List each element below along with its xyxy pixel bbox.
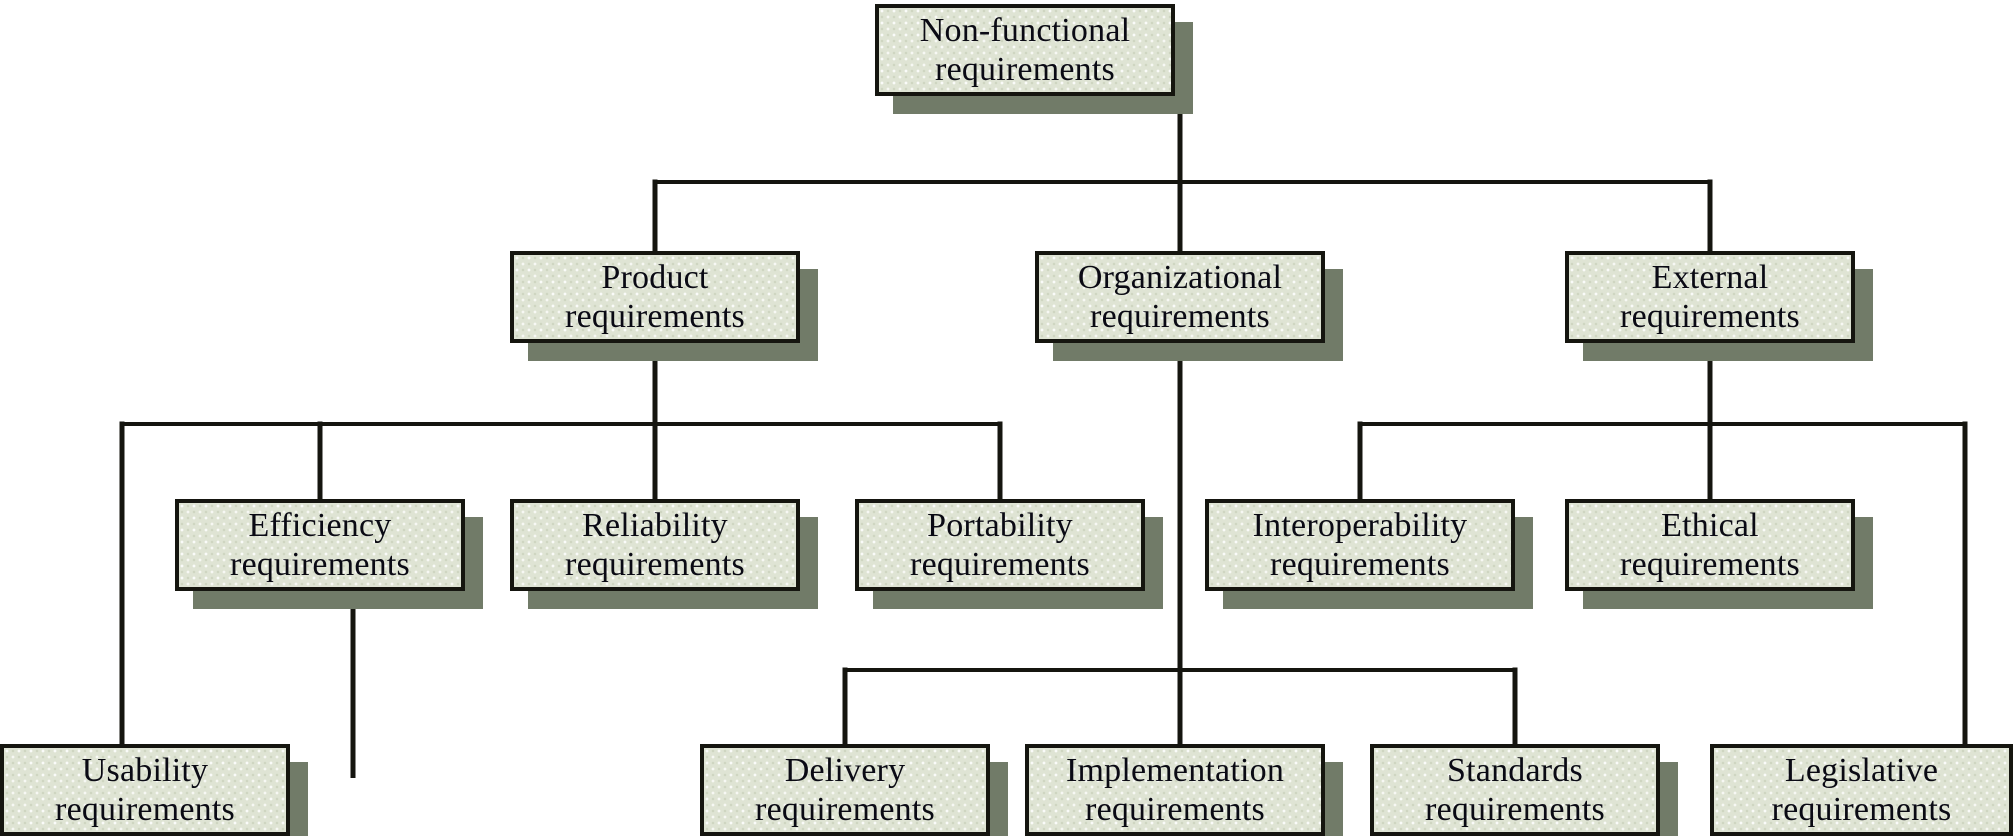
node-line: requirements: [935, 51, 1115, 88]
node-line: requirements: [1090, 298, 1270, 335]
node-line: Usability: [81, 751, 209, 789]
diagram-canvas: Non-functional requirements Product requ…: [0, 4, 2013, 836]
node-line: Ethical: [1661, 506, 1759, 544]
node-line: requirements: [565, 298, 745, 335]
node-line: Delivery: [784, 751, 906, 789]
node-efficiency-requirements[interactable]: Efficiency requirements: [175, 499, 465, 591]
node-line: Standards: [1447, 751, 1583, 789]
node-line: requirements: [910, 546, 1090, 583]
node-line: Interoperability: [1252, 506, 1468, 544]
node-legislative-requirements[interactable]: Legislative requirements: [1710, 744, 2013, 836]
node-portability-requirements[interactable]: Portability requirements: [855, 499, 1145, 591]
node-line: requirements: [755, 791, 935, 828]
node-reliability-requirements[interactable]: Reliability requirements: [510, 499, 800, 591]
node-line: External: [1651, 258, 1769, 296]
node-line: Product: [601, 258, 709, 296]
node-line: requirements: [230, 546, 410, 583]
node-organizational-requirements[interactable]: Organizational requirements: [1035, 251, 1325, 343]
node-ethical-requirements[interactable]: Ethical requirements: [1565, 499, 1855, 591]
node-line: Non-functional: [919, 11, 1131, 49]
node-interoperability-requirements[interactable]: Interoperability requirements: [1205, 499, 1515, 591]
node-line: requirements: [1425, 791, 1605, 828]
node-line: requirements: [1085, 791, 1265, 828]
node-line: Efficiency: [248, 506, 392, 544]
node-external-requirements[interactable]: External requirements: [1565, 251, 1855, 343]
node-standards-requirements[interactable]: Standards requirements: [1370, 744, 1660, 836]
node-line: requirements: [565, 546, 745, 583]
node-line: requirements: [55, 791, 235, 828]
node-non-functional-requirements[interactable]: Non-functional requirements: [875, 4, 1175, 96]
node-line: Reliability: [582, 506, 728, 544]
node-delivery-requirements[interactable]: Delivery requirements: [700, 744, 990, 836]
node-line: Organizational: [1077, 258, 1283, 296]
node-line: Implementation: [1065, 751, 1285, 789]
node-line: requirements: [1270, 546, 1450, 583]
node-line: Legislative: [1784, 751, 1939, 789]
connector-lines: [119, 93, 1968, 778]
node-line: requirements: [1620, 546, 1800, 583]
node-product-requirements[interactable]: Product requirements: [510, 251, 800, 343]
node-line: requirements: [1771, 791, 1952, 828]
node-implementation-requirements[interactable]: Implementation requirements: [1025, 744, 1325, 836]
node-line: requirements: [1620, 298, 1800, 335]
node-usability-requirements[interactable]: Usability requirements: [0, 744, 290, 836]
node-line: Portability: [927, 506, 1073, 544]
